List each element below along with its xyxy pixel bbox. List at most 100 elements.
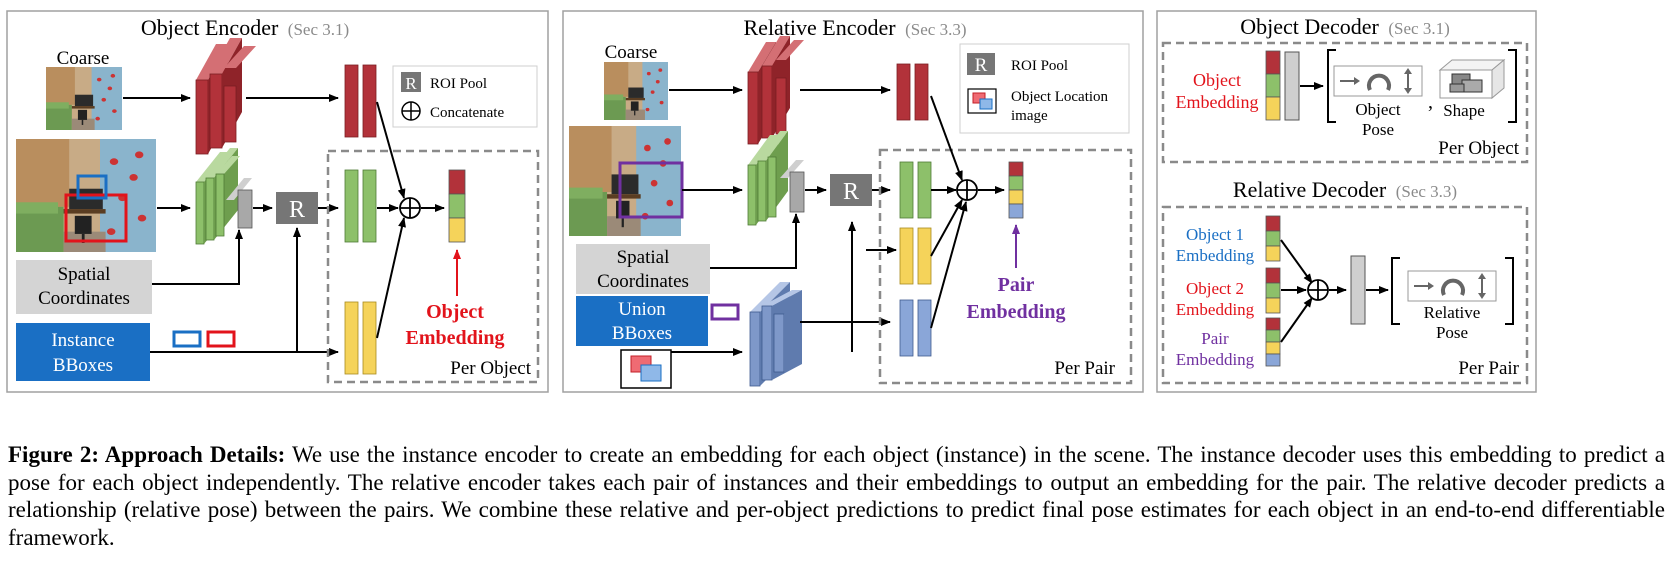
coarse-label: Coarse <box>57 48 110 69</box>
panel-title: Relative Decoder <box>1233 177 1387 202</box>
roi-pool-label: R <box>289 197 305 223</box>
legend-roi-label: ROI Pool <box>1011 58 1068 74</box>
relative-decoder-box <box>1161 205 1529 385</box>
decoder-fc-layer <box>1284 51 1300 121</box>
roi-pool-label: R <box>843 179 859 205</box>
caption-text: We use the instance encoder to create an… <box>8 442 1665 550</box>
panel-section-ref: (Sec 3.1) <box>1388 19 1449 38</box>
bbox-fc-layers <box>344 301 377 375</box>
object-pose-label-line2: Pose <box>1362 120 1394 139</box>
bbox-fc-layers <box>899 227 932 285</box>
coarse-fc-layers <box>344 64 377 138</box>
object-decoder-box <box>1161 41 1529 164</box>
svg-text:Object Encoder (Sec 3.1): Object Encoder (Sec 3.1) <box>141 15 349 40</box>
union-label-line1: Union <box>618 299 666 320</box>
panel-section-ref: (Sec 3.3) <box>905 20 966 39</box>
panel-border <box>6 10 549 393</box>
panel-border <box>1156 10 1537 393</box>
panel-section-ref: (Sec 3.3) <box>1396 182 1457 201</box>
union-label-line2: BBoxes <box>612 323 672 344</box>
per-object-box <box>326 149 540 384</box>
pair-label-line2: Embedding <box>1176 350 1255 369</box>
coarse-image <box>46 67 122 130</box>
panel-section-ref: (Sec 3.1) <box>288 20 349 39</box>
panel-title: Object Decoder <box>1240 14 1379 39</box>
decoder-fc-layer <box>1350 255 1366 325</box>
coarse-conv-stack <box>747 36 804 145</box>
svg-text:Relative Encoder (Sec 3.: Relative Encoder (Sec 3.3) <box>744 15 967 40</box>
per-pair-label: Per Pair <box>1458 358 1519 379</box>
fine-fc-layers <box>899 161 932 219</box>
object-encoder-panel: Object Encoder (Sec 3.1) R ROI Pool Conc… <box>6 10 549 393</box>
obj1-embedding-stack <box>1265 215 1281 262</box>
spatial-coordinates-box <box>16 260 152 314</box>
roi-pool-block <box>830 174 872 206</box>
pair-embedding-label-line2: Embedding <box>967 301 1066 323</box>
obj2-label-line1: Object 2 <box>1186 279 1244 298</box>
fine-conv-stack <box>747 131 805 226</box>
legend-roi-label: ROI Pool <box>430 76 487 92</box>
svg-text:Relative Decoder (Sec 3.: Relative Decoder (Sec 3.3) <box>1233 177 1457 202</box>
fine-image <box>569 126 681 236</box>
roi-pool-symbol <box>401 72 421 92</box>
pair-label-line1: Pair <box>1201 329 1229 348</box>
shape-icon <box>1438 58 1506 100</box>
object-pose-icon <box>1333 65 1423 97</box>
caption-label: Figure 2: Approach Details: <box>8 442 286 467</box>
output-bracket-right <box>1508 49 1517 123</box>
coarse-image <box>604 62 668 120</box>
legend-loc-line1: Object Location <box>1011 89 1109 105</box>
relative-pose-label-line1: Relative <box>1424 303 1481 322</box>
panel-title: Relative Encoder <box>744 15 897 40</box>
object-embedding-label-line1: Object <box>1193 70 1241 90</box>
location-fc-layers <box>899 299 932 357</box>
diagram-canvas: Object Encoder (Sec 3.1) R ROI Pool Conc… <box>6 10 1537 393</box>
spatial-label-line1: Spatial <box>617 247 670 268</box>
concat-node <box>1307 279 1329 301</box>
obj1-label-line1: Object 1 <box>1186 225 1244 244</box>
spatial-coordinates-box <box>576 244 710 294</box>
legend-loc-line2: image <box>1011 108 1048 124</box>
output-bracket-right <box>1505 257 1514 325</box>
instance-bbox-red <box>64 193 128 243</box>
instance-bboxes-box <box>16 323 150 381</box>
obj2-embedding-stack <box>1265 267 1281 314</box>
spatial-label-line2: Coordinates <box>38 288 130 309</box>
pair-embedding-stack <box>1265 317 1281 367</box>
roi-pool-block <box>276 192 318 224</box>
bbox-icon-blue <box>172 330 202 348</box>
bbox-icon-red <box>206 330 236 348</box>
union-bbox-icon <box>710 303 740 321</box>
decoder-panel: Object Decoder (Sec 3.1) Object Embeddin… <box>1156 10 1537 393</box>
instance-bbox-blue <box>76 174 108 200</box>
panel-title: Object Encoder <box>141 15 279 40</box>
svg-text:Object Decoder (Sec 3.1): Object Decoder (Sec 3.1) <box>1240 14 1450 39</box>
per-object-label: Per Object <box>1438 138 1519 159</box>
obj2-label-line2: Embedding <box>1176 300 1255 319</box>
spatial-label-line2: Coordinates <box>597 271 689 292</box>
instance-label-line2: BBoxes <box>53 355 113 376</box>
pose-shape-separator: , <box>1428 91 1433 113</box>
figure-caption: Figure 2: Approach Details: We use the i… <box>8 441 1665 551</box>
relative-encoder-panel: Relative Encoder (Sec 3.3) R ROI Pool Ob… <box>562 10 1144 393</box>
object-embedding-label-line1: Object <box>426 301 484 323</box>
coarse-label: Coarse <box>605 42 658 63</box>
coarse-fc-layers <box>896 63 929 121</box>
roi-pool-symbol-label: R <box>405 74 417 93</box>
shape-label: Shape <box>1443 101 1485 120</box>
object-embedding-label-line2: Embedding <box>1176 92 1259 112</box>
per-pair-label: Per Pair <box>1054 358 1115 379</box>
output-bracket-left <box>1391 257 1400 325</box>
concat-icon <box>401 101 421 121</box>
per-object-label: Per Object <box>450 358 531 379</box>
relative-pose-icon <box>1407 270 1497 302</box>
location-conv-stack <box>749 282 802 387</box>
panel-border <box>562 10 1144 393</box>
concat-node <box>956 179 978 201</box>
object-location-icon <box>967 88 997 114</box>
union-bboxes-box <box>576 296 708 346</box>
spatial-label-line1: Spatial <box>58 264 111 285</box>
object-pose-label-line1: Object <box>1355 100 1401 119</box>
roi-pool-symbol <box>967 53 995 75</box>
coarse-conv-stack <box>195 38 256 155</box>
